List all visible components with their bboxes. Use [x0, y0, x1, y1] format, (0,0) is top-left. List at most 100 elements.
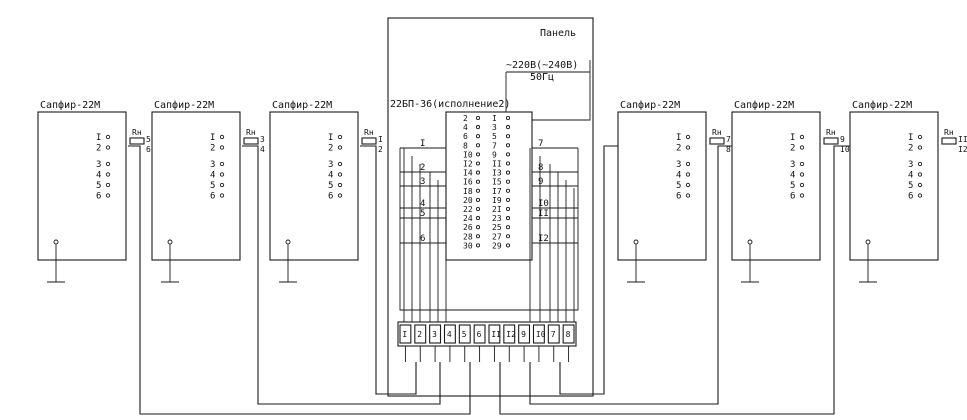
unit-pin-dot [505, 115, 511, 121]
load-resistor-label: Rн [246, 128, 256, 137]
sensor-pin-label: 2 [908, 144, 913, 154]
sensor-pin-dot [799, 134, 805, 140]
sensor-pin-dot [219, 145, 225, 150]
panel-bus [399, 148, 579, 311]
load-resistor-label: Rн [364, 128, 374, 137]
load-resistor-label: Rн [826, 128, 836, 137]
external-wires [128, 145, 850, 415]
load-resistor [361, 137, 377, 145]
unit-pin-left: 4 [463, 123, 468, 132]
sensor-pin-dot [337, 182, 343, 188]
sensor-pin-dot [685, 145, 691, 150]
load-pin-label: I [378, 135, 383, 144]
sensor-pin-dot [219, 182, 225, 188]
unit-pin-dot [475, 188, 481, 193]
sensor-pin-label: 2 [790, 144, 795, 154]
sensor-pin-dot [917, 182, 923, 188]
sensor-pin-label: 5 [790, 181, 795, 191]
unit-pin-dot [505, 225, 511, 230]
unit-pin-left: I8 [463, 187, 473, 196]
sensor-label: Сапфир-22М [154, 99, 214, 111]
channel-label-right: 8 [538, 163, 543, 173]
unit-pin-left: 6 [463, 132, 468, 141]
unit-pin-dot [505, 188, 511, 193]
sensor-pin-dot [105, 161, 111, 167]
load-resistor-label: Rн [132, 128, 142, 137]
unit-pin-right: I3 [492, 169, 502, 178]
terminal-label: 4 [447, 330, 452, 339]
unit-pin-dot [505, 152, 511, 157]
sensor-pin-dot [917, 193, 923, 198]
sensor-pin-label: I [210, 133, 215, 143]
sensor-pin-label: 5 [676, 181, 681, 191]
unit-pin-dot [505, 134, 511, 139]
unit-pin-left: 2 [463, 114, 468, 123]
sensor-label: Сапфир-22М [272, 99, 332, 111]
unit-pin-right: I9 [492, 196, 502, 205]
sensor-cable [360, 145, 417, 395]
sensor-pin-label: 5 [96, 181, 101, 191]
unit-pin-left: 20 [463, 196, 473, 205]
unit-pin-left: 24 [463, 214, 473, 223]
sensor-pin-label: 4 [96, 171, 101, 181]
channel-label-left: 3 [420, 177, 425, 187]
sensor-pin-label: 6 [210, 192, 215, 202]
sensor-pin-label: 2 [210, 144, 215, 154]
sensor-cable [559, 145, 618, 395]
unit-pin-dot [475, 152, 481, 157]
load-terminal-label: I0 [840, 145, 850, 154]
sensor-label: Сапфир-22М [734, 99, 794, 111]
channel-label-right: I2 [538, 234, 549, 244]
terminal-label: 8 [566, 330, 571, 339]
sensor-pin-label: 3 [908, 160, 913, 170]
load-pin-label: 5 [146, 135, 151, 144]
unit-pin-right: 3 [492, 123, 497, 132]
sensor-body [151, 111, 241, 261]
unit-pin-left: I2 [463, 160, 473, 169]
sensor-pin-label: I [96, 133, 101, 143]
sensor-pin-label: 6 [676, 192, 681, 202]
channel-label-right: 7 [538, 139, 543, 149]
sensor-pin-dot [337, 172, 343, 177]
sensor-pin-dot [685, 161, 691, 167]
terminal-cell [547, 324, 560, 344]
sensor-cable [128, 145, 471, 415]
sensor-pin-label: I [676, 133, 681, 143]
unit-pin-right: 2I [492, 205, 502, 214]
sensor-list: Сапфир-22МI23456Rн56Сапфир-22МI23456Rн34… [37, 99, 967, 283]
channel-label-left: I [420, 139, 425, 149]
sensor-body [849, 111, 939, 261]
terminal-label: 2 [417, 330, 422, 339]
sensor-pin-dot [917, 134, 923, 140]
unit-pin-dot [505, 179, 511, 184]
unit-pin-dot [475, 170, 481, 175]
sensor-pin-label: 3 [790, 160, 795, 170]
sensor-pin-label: I [328, 133, 333, 143]
load-terminal-label: 8 [726, 145, 731, 154]
ground-icon [859, 244, 877, 283]
sensor-cable [529, 145, 732, 405]
sensor-pin-label: 2 [676, 144, 681, 154]
load-resistor [129, 137, 145, 145]
unit-pin-dot [475, 143, 481, 148]
unit-pin-right: I [492, 114, 497, 123]
unit-pin-right: 9 [492, 150, 497, 159]
unit-pin-dot [475, 134, 481, 139]
channel-label-left: 2 [420, 163, 425, 173]
sensor-pin-label: 3 [328, 160, 333, 170]
load-terminal-label: 6 [146, 145, 151, 154]
sensor-pin-dot [105, 134, 111, 140]
load-resistor [941, 137, 957, 145]
sensor-pin-dot [105, 193, 111, 198]
terminal-cell [488, 324, 501, 344]
load-resistor-label: Rн [712, 128, 722, 137]
sensor-pin-label: I [790, 133, 795, 143]
